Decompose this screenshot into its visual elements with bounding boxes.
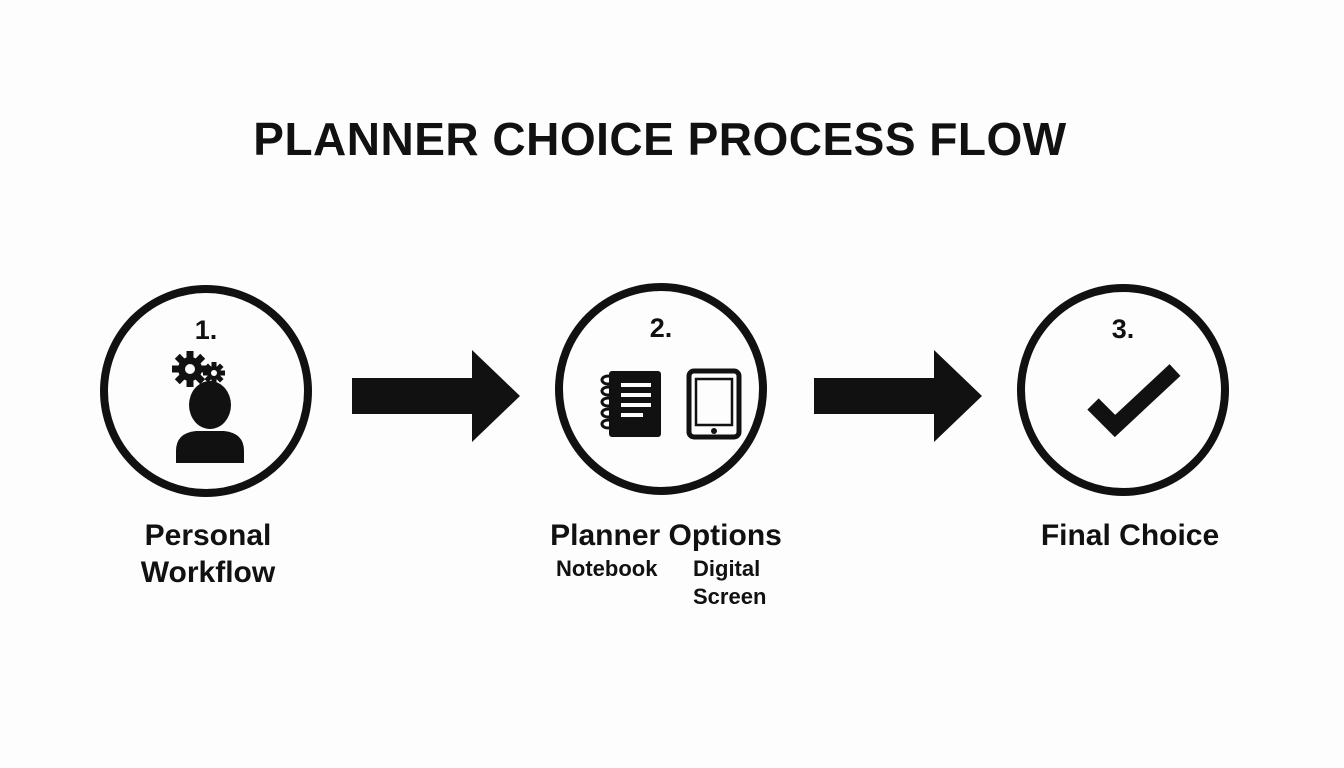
step-1-label-line1: Personal — [144, 519, 272, 552]
notebook-icon — [600, 371, 661, 437]
tablet-icon — [686, 368, 742, 440]
arrow-right-1 — [352, 350, 520, 442]
step-2-circle: 2. — [555, 283, 767, 495]
step-2-sublabel-digital-screen: Digital Screen — [693, 555, 766, 611]
person-with-gears-icon — [172, 351, 244, 463]
step-3-label: Final Choice — [1040, 519, 1220, 552]
step-2-sublabel-screen: Screen — [693, 584, 767, 609]
diagram-title: PLANNER CHOICE PROCESS FLOW — [253, 113, 1067, 165]
step-2-sublabel-notebook: Notebook — [556, 556, 658, 581]
step-3-number: 3. — [1111, 314, 1135, 344]
step-2-label: Planner Options — [550, 519, 782, 552]
checkmark-icon — [1087, 364, 1181, 438]
arrow-right-2 — [814, 350, 982, 442]
step-3-circle: 3. — [1017, 284, 1229, 496]
step-1-label-line2: Workflow — [140, 556, 276, 589]
step-2-number: 2. — [649, 313, 673, 343]
step-2-sublabel-digital: Digital — [693, 556, 761, 581]
step-1-label: Personal Workflow — [108, 517, 308, 591]
step-1-number: 1. — [194, 315, 218, 345]
step-1-circle: 1. — [100, 285, 312, 497]
